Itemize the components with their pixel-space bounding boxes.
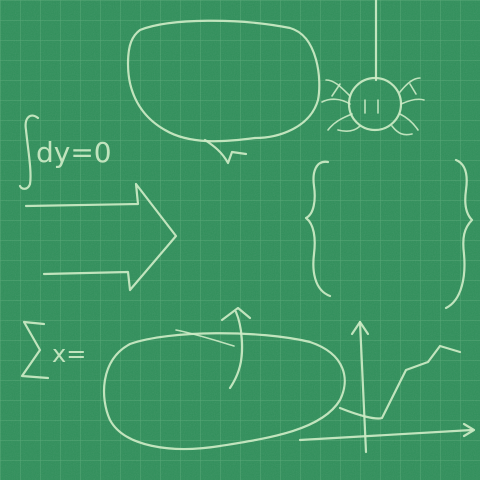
blob-doodle [102, 306, 346, 451]
axes-graph-doodle [298, 320, 476, 454]
arrow-doodle [24, 182, 178, 292]
spider-doodle [321, 0, 425, 136]
sum-formula: x= [20, 320, 86, 380]
curly-braces-doodle [304, 158, 474, 310]
speech-bubble-doodle [126, 19, 321, 165]
integral-formula-text: dy=0 [36, 136, 112, 169]
sum-formula-text: x= [52, 340, 86, 368]
integral-formula: dy=0 [18, 114, 112, 190]
